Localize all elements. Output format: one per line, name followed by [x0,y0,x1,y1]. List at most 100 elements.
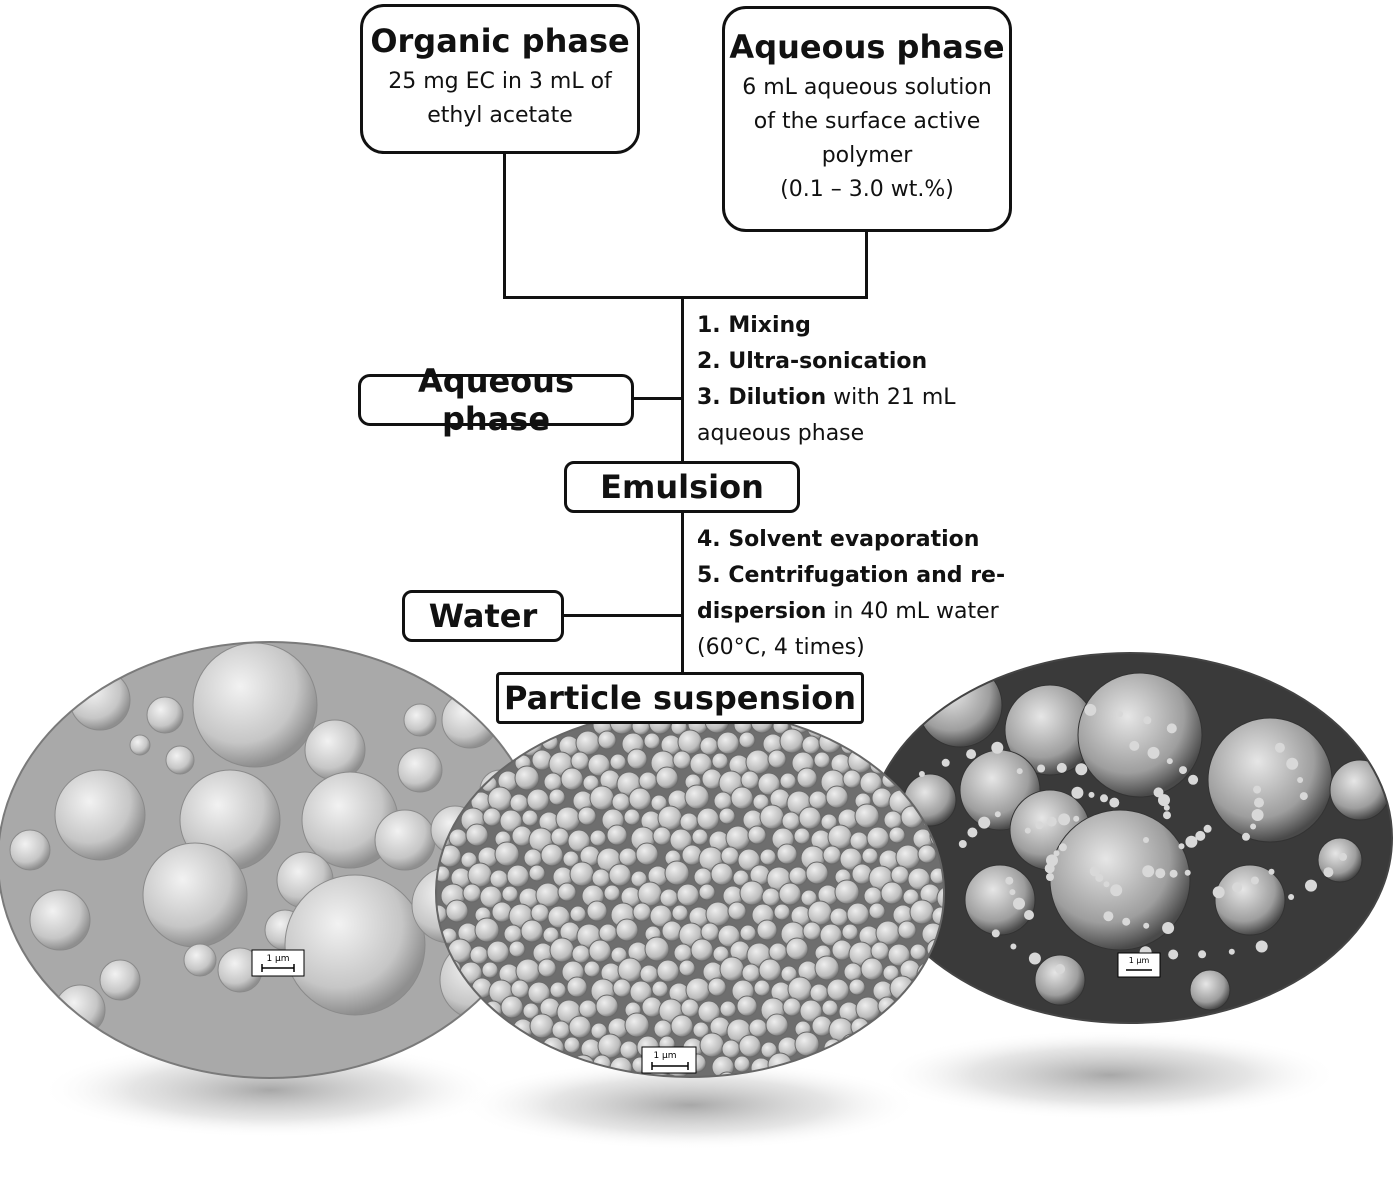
particle [716,1071,738,1077]
particle [966,749,977,760]
particle [897,920,917,940]
step-3-continuation: aqueous phase [697,421,865,446]
particle [778,882,802,906]
particle [1163,804,1170,811]
particle [586,900,608,922]
particle [571,944,591,964]
particle [1109,797,1120,808]
particle [773,903,791,921]
particle [1323,867,1334,878]
particle [1016,768,1023,775]
particle [575,730,601,756]
particle [747,825,767,845]
particle [1058,813,1071,826]
particle [711,752,729,770]
particle [793,827,811,845]
particle [761,887,781,907]
particle [917,662,1003,748]
particle [624,1012,650,1038]
particle [736,995,758,1017]
particle [848,978,866,996]
organic-phase-title: Organic phase [370,22,630,60]
particle [587,753,611,777]
particle [526,788,550,812]
particle [759,804,785,830]
particle [1117,711,1123,717]
particle [638,771,658,791]
particle [826,978,850,1002]
right-image-shadow [880,1030,1340,1120]
particle [891,711,913,733]
particle [494,841,520,867]
particle [543,772,563,792]
particle [589,785,615,811]
particle [1071,786,1084,799]
particle [713,791,733,811]
particle [964,864,1036,936]
particle [1251,809,1264,821]
particle [469,945,489,965]
particle [1286,757,1299,770]
particle [906,1014,928,1036]
particle [626,748,648,770]
particle [1162,922,1175,934]
aqueous-phase-side-label: Aqueous phase [418,362,574,438]
particle [1035,821,1044,830]
particle [649,904,673,928]
particle [1143,922,1150,929]
particle [889,975,915,1001]
particle [439,1037,463,1061]
particle [782,997,802,1017]
particle [692,1021,710,1039]
particle [1010,943,1017,950]
particle [192,642,318,768]
particle [643,732,661,750]
particle [590,1022,608,1040]
aqueous-phase-top-box: Aqueous phase 6 mL aqueous solution of t… [722,6,1012,232]
particle [670,1014,694,1038]
particle [1189,969,1231,1011]
particle [54,769,146,861]
particle [673,943,693,963]
particle [1179,766,1187,775]
particle [718,807,736,825]
particle [677,729,703,755]
particle [1228,948,1235,955]
particle [866,826,890,850]
particle [540,843,564,867]
particle [577,806,597,826]
particle [917,844,937,864]
particle-suspension-box: Particle suspension [496,672,864,724]
particle [528,864,546,882]
particle [1084,703,1097,716]
particle [508,940,526,958]
particle [462,883,482,903]
particle [611,792,631,812]
particle [679,812,699,832]
particle [467,862,493,888]
particle [807,900,833,926]
particle [623,808,641,826]
particle [1056,762,1067,773]
particle [482,807,502,827]
particle [799,999,823,1023]
particle [759,848,777,866]
particle [445,899,469,923]
particle [1184,869,1191,876]
organic-phase-box: Organic phase 25 mg EC in 3 mL of ethyl … [360,4,640,154]
particle [615,918,639,942]
particle [1155,868,1166,879]
particle [547,905,571,929]
particle [882,964,900,982]
particle [1203,824,1212,833]
particle [529,1013,555,1039]
step-5-continuation: (60°C, 4 times) [697,635,865,660]
particle [834,879,860,905]
particle [732,869,750,887]
particle [854,803,880,829]
particle [712,945,730,963]
particle [610,946,628,964]
particle [578,999,598,1019]
particle [506,864,530,888]
